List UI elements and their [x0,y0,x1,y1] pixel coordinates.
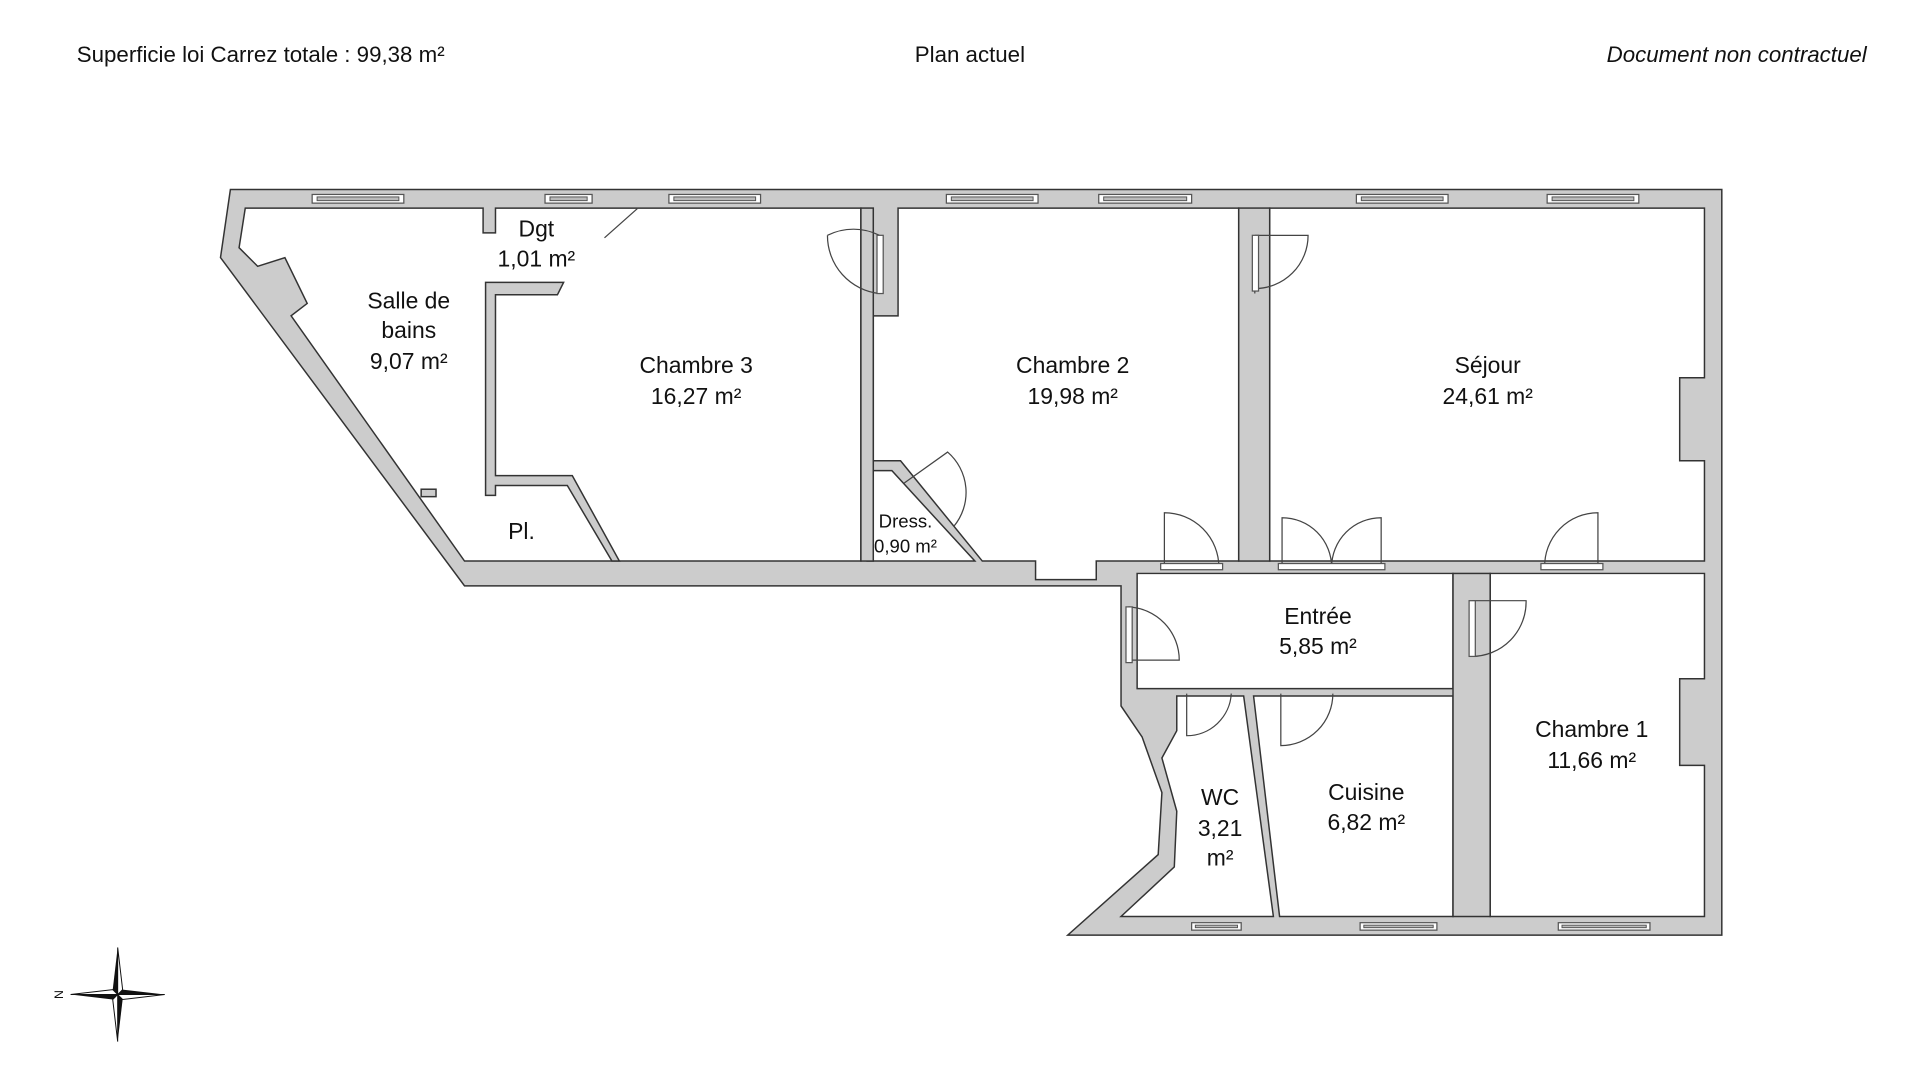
compass-rose-icon: N [52,947,165,1042]
plan-title: Plan actuel [915,42,1025,67]
label-wc: WC [1201,784,1239,810]
label-dress: Dress. [879,511,933,532]
room-cuisine [1252,695,1454,918]
area-salle-de-bains: 9,07 m² [370,348,448,374]
label-dgt: Dgt [519,216,555,242]
area-sejour: 24,61 m² [1442,383,1533,409]
label-chambre-2: Chambre 2 [1016,352,1129,378]
area-chambre-3: 16,27 m² [651,383,742,409]
area-entree: 5,85 m² [1279,633,1357,659]
windows [311,193,1651,931]
compass-north-label: N [52,990,66,999]
label-salle-de-bains-2: bains [381,317,436,343]
room-left-zone [238,207,862,562]
label-entree: Entrée [1284,603,1352,629]
area-dgt: 1,01 m² [498,245,576,271]
disclaimer: Document non contractuel [1607,42,1868,67]
area-wc-value: 3,21 [1198,815,1243,841]
total-surface-label: Superficie loi Carrez totale : 99,38 m² [77,42,445,67]
label-chambre-3: Chambre 3 [639,352,752,378]
area-chambre-2: 19,98 m² [1028,383,1119,409]
interior-wall-chambre3 [860,207,875,562]
door-dgt[interactable] [604,207,639,239]
area-wc-unit: m² [1207,845,1234,871]
area-chambre-1: 11,66 m² [1547,747,1636,773]
room-chambre-1 [1489,572,1706,918]
label-sejour: Séjour [1455,352,1522,378]
room-entree [1136,572,1454,690]
area-dress: 0,90 m² [874,535,937,556]
interior-wall-stub [420,488,437,498]
doors [826,228,1604,747]
label-placard: Pl. [508,518,535,544]
label-chambre-1: Chambre 1 [1535,716,1648,742]
area-cuisine: 6,82 m² [1327,809,1405,835]
label-salle-de-bains-1: Salle de [367,287,450,313]
room-sejour [1268,207,1706,562]
label-cuisine: Cuisine [1328,779,1404,805]
room-wc [1119,695,1275,918]
interior-wall-dgt [484,281,621,562]
